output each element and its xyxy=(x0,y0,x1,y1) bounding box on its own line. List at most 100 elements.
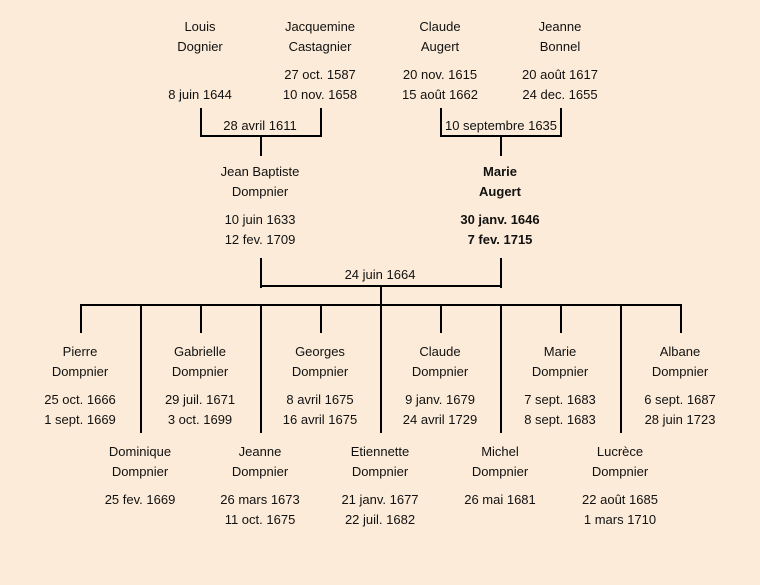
death-date: 15 août 1662 xyxy=(402,87,478,102)
birth-date: 25 oct. 1666 xyxy=(44,392,116,407)
first-name: Jeanne xyxy=(238,444,282,459)
first-name: Jean Baptiste xyxy=(220,164,300,179)
connector-line xyxy=(260,304,262,433)
last-name: Dompnier xyxy=(51,364,109,379)
connector-line xyxy=(140,304,142,433)
connector-line xyxy=(680,304,682,333)
connector-line xyxy=(560,108,562,137)
first-name: Georges xyxy=(295,344,345,359)
first-name: Marie xyxy=(543,344,577,359)
last-name: Dompnier xyxy=(231,184,289,199)
person-claude-dompnier[interactable]: Claude Dompnier 9 janv. 1679 24 avril 17… xyxy=(375,342,505,430)
birth-date: 26 mars 1673 xyxy=(220,492,300,507)
last-name: Augert xyxy=(420,39,460,54)
birth-date: 8 avril 1675 xyxy=(286,392,354,407)
death-date: 1 sept. 1669 xyxy=(44,412,116,427)
last-name: Dompnier xyxy=(531,364,589,379)
death-date: 7 fev. 1715 xyxy=(467,232,533,247)
first-name: Etiennette xyxy=(350,444,410,459)
last-name: Dompnier xyxy=(471,464,529,479)
person-marie-augert[interactable]: Marie Augert 30 janv. 1646 7 fev. 1715 xyxy=(435,162,565,250)
last-name: Dompnier xyxy=(291,364,349,379)
connector-line xyxy=(80,304,82,333)
death-date: 28 juin 1723 xyxy=(644,412,716,427)
death-date: 10 nov. 1658 xyxy=(282,87,358,102)
connector-line xyxy=(200,108,202,137)
first-name: Gabrielle xyxy=(173,344,227,359)
last-name: Dompnier xyxy=(111,464,169,479)
first-name: Albane xyxy=(659,344,701,359)
person-albane-dompnier[interactable]: Albane Dompnier 6 sept. 1687 28 juin 172… xyxy=(615,342,745,430)
first-name: Jeanne xyxy=(538,19,582,34)
person-lucrece-dompnier[interactable]: Lucrèce Dompnier 22 août 1685 1 mars 171… xyxy=(555,442,685,530)
birth-date: 29 juil. 1671 xyxy=(164,392,236,407)
person-louis-dognier[interactable]: Louis Dognier 8 juin 1644 xyxy=(135,17,265,105)
first-name: Marie xyxy=(483,164,517,179)
connector-line xyxy=(500,135,502,156)
last-name: Bonnel xyxy=(539,39,581,54)
connector-line xyxy=(380,304,382,433)
last-name: Dompnier xyxy=(171,364,229,379)
first-name: Michel xyxy=(481,444,519,459)
marriage-date: 10 septembre 1635 xyxy=(444,118,558,133)
connector-line xyxy=(380,285,382,306)
birth-date: 25 fev. 1669 xyxy=(104,492,176,507)
person-jeanne-dompnier[interactable]: Jeanne Dompnier 26 mars 1673 11 oct. 167… xyxy=(195,442,325,530)
person-pierre-dompnier[interactable]: Pierre Dompnier 25 oct. 1666 1 sept. 166… xyxy=(15,342,145,430)
birth-date: 30 janv. 1646 xyxy=(460,212,540,227)
person-gabrielle-dompnier[interactable]: Gabrielle Dompnier 29 juil. 1671 3 oct. … xyxy=(135,342,265,430)
last-name: Dompnier xyxy=(591,464,649,479)
last-name: Augert xyxy=(479,184,521,199)
person-georges-dompnier[interactable]: Georges Dompnier 8 avril 1675 16 avril 1… xyxy=(255,342,385,430)
birth-date: 7 sept. 1683 xyxy=(524,392,596,407)
person-claude-augert[interactable]: Claude Augert 20 nov. 1615 15 août 1662 xyxy=(375,17,505,105)
death-date: 12 fev. 1709 xyxy=(224,232,296,247)
first-name: Lucrèce xyxy=(596,444,644,459)
last-name: Dognier xyxy=(177,39,223,54)
death-date: 24 dec. 1655 xyxy=(522,87,598,102)
death-date: 8 juin 1644 xyxy=(168,87,232,102)
birth-date: 6 sept. 1687 xyxy=(644,392,716,407)
death-date: 22 juil. 1682 xyxy=(344,512,416,527)
connector-line xyxy=(320,304,322,333)
birth-date: 9 janv. 1679 xyxy=(405,392,475,407)
person-etiennette-dompnier[interactable]: Etiennette Dompnier 21 janv. 1677 22 jui… xyxy=(315,442,445,530)
person-jeanne-bonnel[interactable]: Jeanne Bonnel 20 août 1617 24 dec. 1655 xyxy=(495,17,625,105)
birth-date: 20 nov. 1615 xyxy=(402,67,478,82)
last-name: Dompnier xyxy=(651,364,709,379)
connector-line xyxy=(320,108,322,137)
first-name: Jacquemine xyxy=(284,19,356,34)
connector-line xyxy=(500,258,502,288)
person-dominique-dompnier[interactable]: Dominique Dompnier 25 fev. 1669 xyxy=(75,442,205,510)
death-date: 24 avril 1729 xyxy=(402,412,478,427)
connector-line xyxy=(620,304,622,433)
connector-line xyxy=(500,304,502,433)
last-name: Castagnier xyxy=(288,39,352,54)
person-marie-dompnier[interactable]: Marie Dompnier 7 sept. 1683 8 sept. 1683 xyxy=(495,342,625,430)
connector-line xyxy=(440,108,442,137)
death-date: 3 oct. 1699 xyxy=(167,412,233,427)
connector-line xyxy=(260,258,262,288)
death-date: 11 oct. 1675 xyxy=(224,512,296,527)
person-jean-baptiste-dompnier[interactable]: Jean Baptiste Dompnier 10 juin 1633 12 f… xyxy=(195,162,325,250)
birth-date: 27 oct. 1587 xyxy=(284,67,356,82)
marriage-date: 28 avril 1611 xyxy=(223,118,297,133)
first-name: Claude xyxy=(419,19,461,34)
death-date: 1 mars 1710 xyxy=(583,512,657,527)
connector-line xyxy=(440,304,442,333)
marriage-date: 24 juin 1664 xyxy=(344,267,416,282)
birth-date: 26 mai 1681 xyxy=(464,492,536,507)
birth-date: 10 juin 1633 xyxy=(224,212,296,227)
last-name: Dompnier xyxy=(351,464,409,479)
last-name: Dompnier xyxy=(411,364,469,379)
birth-date: 22 août 1685 xyxy=(582,492,658,507)
death-date: 8 sept. 1683 xyxy=(524,412,596,427)
person-jacquemine-castagnier[interactable]: Jacquemine Castagnier 27 oct. 1587 10 no… xyxy=(255,17,385,105)
birth-date: 20 août 1617 xyxy=(522,67,598,82)
person-michel-dompnier[interactable]: Michel Dompnier 26 mai 1681 xyxy=(435,442,565,510)
last-name: Dompnier xyxy=(231,464,289,479)
death-date: 16 avril 1675 xyxy=(282,412,358,427)
first-name: Louis xyxy=(184,19,216,34)
first-name: Dominique xyxy=(108,444,172,459)
